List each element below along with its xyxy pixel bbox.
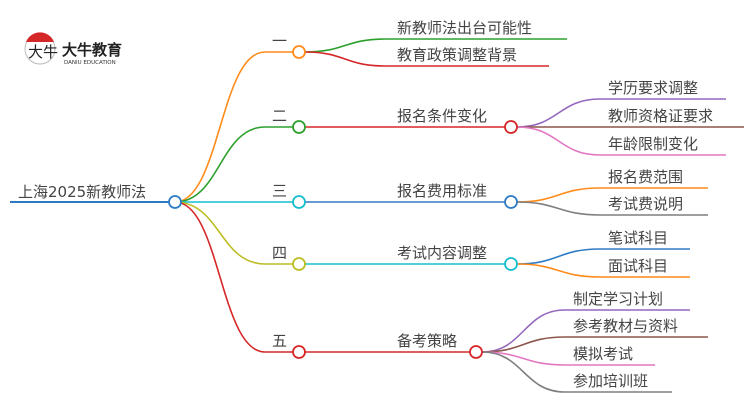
branch-node-5 [292, 345, 306, 359]
leaf-label: 年龄限制变化 [608, 135, 698, 153]
leaf-line [304, 38, 567, 53]
leaf-line [516, 187, 708, 203]
leaf-label: 参考教材与资料 [573, 317, 678, 335]
root-label: 上海2025新教师法 [18, 183, 146, 201]
leaf-label: 新教师法出台可能性 [397, 19, 532, 37]
leaf-line [516, 248, 690, 265]
sub-label-4: 考试内容调整 [397, 244, 487, 262]
branch-node-3 [292, 195, 306, 209]
leaf-label: 笔试科目 [608, 229, 668, 247]
sub-node-3 [504, 195, 518, 209]
sub-node-2 [504, 120, 518, 134]
leaf-label: 面试科目 [608, 257, 668, 275]
leaf-label: 参加培训班 [573, 372, 648, 390]
logo-name: 大牛教育 [62, 41, 122, 59]
leaf-line [304, 51, 549, 67]
sub-node-4 [504, 257, 518, 271]
branch-label-5: 五 [272, 332, 287, 350]
leaf-line [516, 98, 726, 128]
leaf-line [481, 351, 672, 393]
leaf-label: 制定学习计划 [573, 290, 663, 308]
logo-sub: DANIU EDUCATION [64, 60, 116, 66]
branch-line-1 [174, 51, 293, 203]
sub-label-2: 报名条件变化 [397, 107, 487, 125]
branch-line-5 [174, 201, 293, 353]
leaf-line [516, 201, 708, 216]
branch-node-4 [292, 257, 306, 271]
branch-label-4: 四 [272, 244, 287, 262]
branch-label-1: 一 [272, 32, 287, 50]
sub-node-5 [469, 345, 483, 359]
leaf-line [516, 126, 726, 156]
leaf-label: 教师资格证要求 [608, 107, 713, 125]
leaf-line [481, 309, 690, 353]
branch-line-2 [174, 126, 293, 203]
branch-label-2: 二 [272, 107, 287, 125]
logo: 大牛 大牛教育 DANIU EDUCATION [24, 32, 122, 66]
leaf-label: 学历要求调整 [608, 79, 698, 97]
branch-line-4 [174, 201, 293, 265]
leaf-line [516, 263, 690, 278]
logo-mark: 大牛 [28, 43, 58, 61]
root-node [168, 195, 182, 209]
leaf-line [481, 336, 708, 353]
sub-label-5: 备考策略 [397, 332, 457, 350]
leaf-label: 考试费说明 [608, 195, 683, 213]
leaf-line [481, 351, 655, 366]
branch-label-3: 三 [272, 182, 287, 200]
leaf-label: 教育政策调整背景 [397, 46, 517, 64]
leaf-label: 报名费范围 [608, 168, 683, 186]
sub-label-3: 报名费用标准 [397, 182, 487, 200]
branch-node-1 [292, 45, 306, 59]
branch-node-2 [292, 120, 306, 134]
leaf-label: 模拟考试 [573, 345, 633, 363]
